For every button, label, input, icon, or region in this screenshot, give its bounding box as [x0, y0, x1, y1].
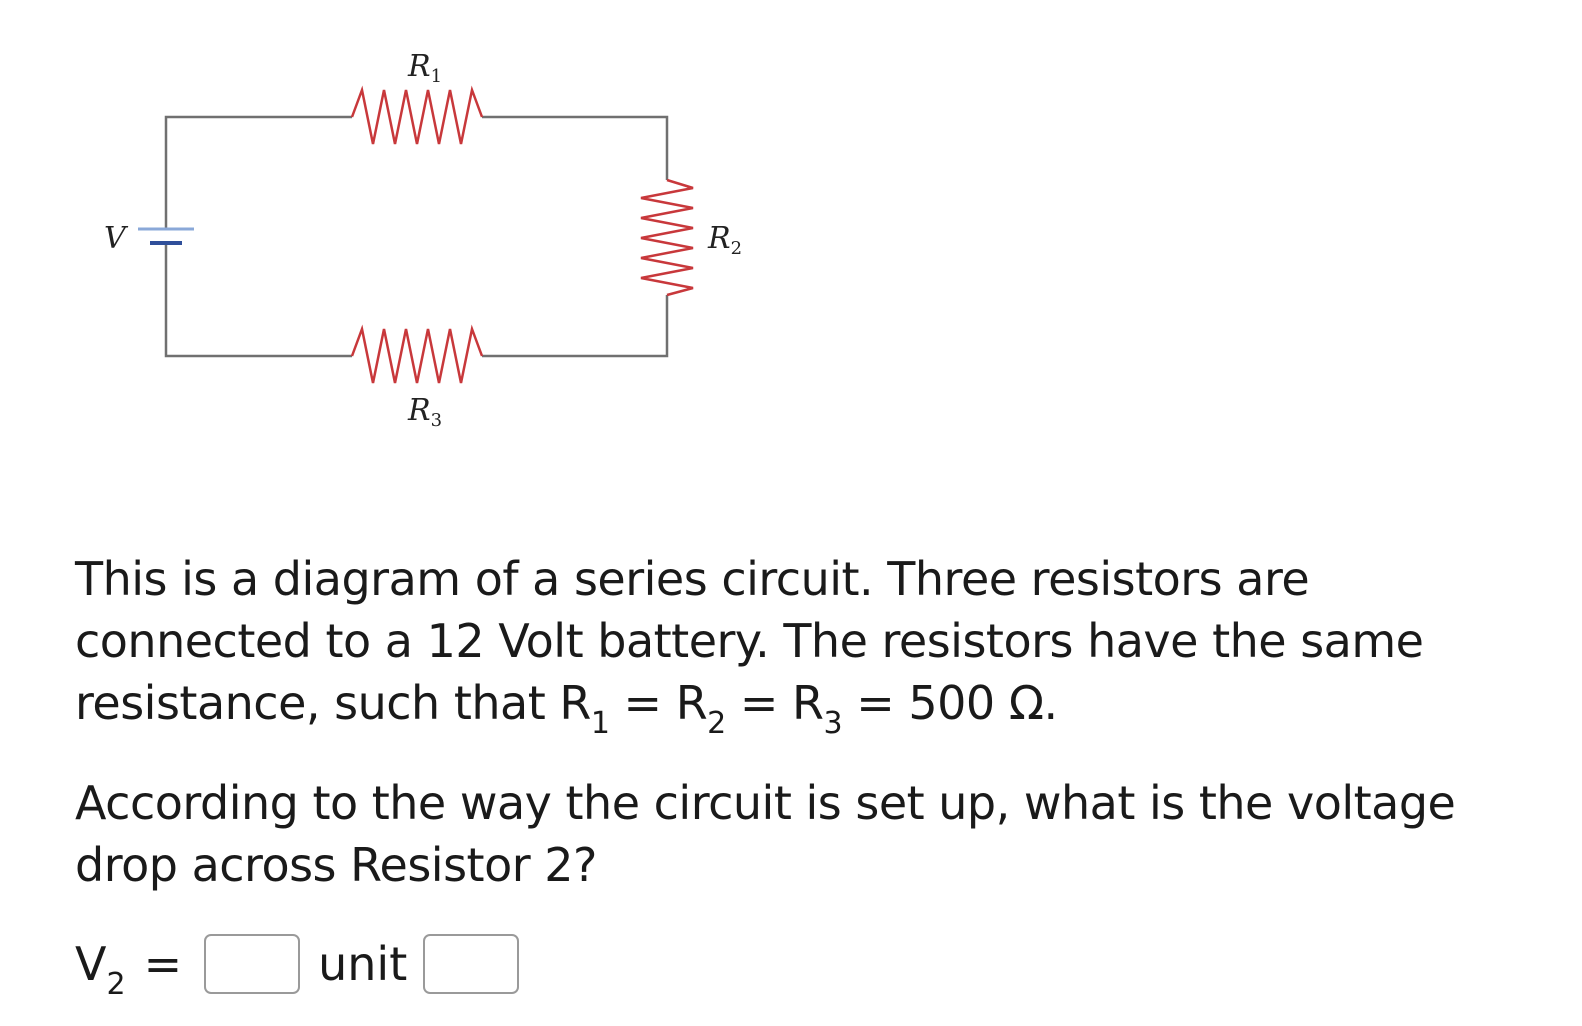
r1-subscript: 1: [590, 706, 610, 741]
voltage-value-input[interactable]: [204, 934, 301, 994]
resistor-r1: [350, 85, 484, 145]
resistor-r3: [350, 324, 484, 384]
r3-subscript: 3: [823, 706, 843, 741]
equals-sign: =: [143, 937, 183, 991]
series-circuit-diagram: V R1 R2 R3: [104, 49, 742, 431]
r2-subscript: 2: [707, 706, 726, 741]
wire-top-right: [482, 115, 669, 180]
answer-variable-subscript: 2: [106, 967, 126, 1002]
answer-variable: V2: [75, 937, 126, 1002]
wire-bottom-left: [164, 244, 352, 358]
resistance-value: = 500 Ω.: [842, 676, 1058, 730]
question-line-2: drop across Resistor 2?: [75, 838, 597, 892]
problem-statement: This is a diagram of a series circuit. T…: [75, 548, 1424, 741]
resistor-r1-label: R1: [407, 49, 442, 87]
wire-left-top: [164, 115, 352, 228]
unit-label: unit: [318, 937, 408, 991]
unit-input[interactable]: [423, 934, 520, 994]
question-text: According to the way the circuit is set …: [75, 772, 1456, 896]
wire-right-bottom: [482, 295, 669, 358]
problem-line-3: resistance, such that R1 = R2 = R3 = 500…: [75, 676, 1058, 741]
problem-line-1: This is a diagram of a series circuit. T…: [75, 552, 1310, 606]
battery-label: V: [104, 221, 129, 256]
answer-row: V2 = unit: [75, 928, 520, 1002]
resistor-r3-label: R3: [407, 393, 442, 431]
problem-line-2: connected to a 12 Volt battery. The resi…: [75, 614, 1424, 668]
question-line-1: According to the way the circuit is set …: [75, 776, 1456, 830]
resistor-r2-label: R2: [707, 221, 742, 259]
resistor-r2: [640, 178, 694, 297]
